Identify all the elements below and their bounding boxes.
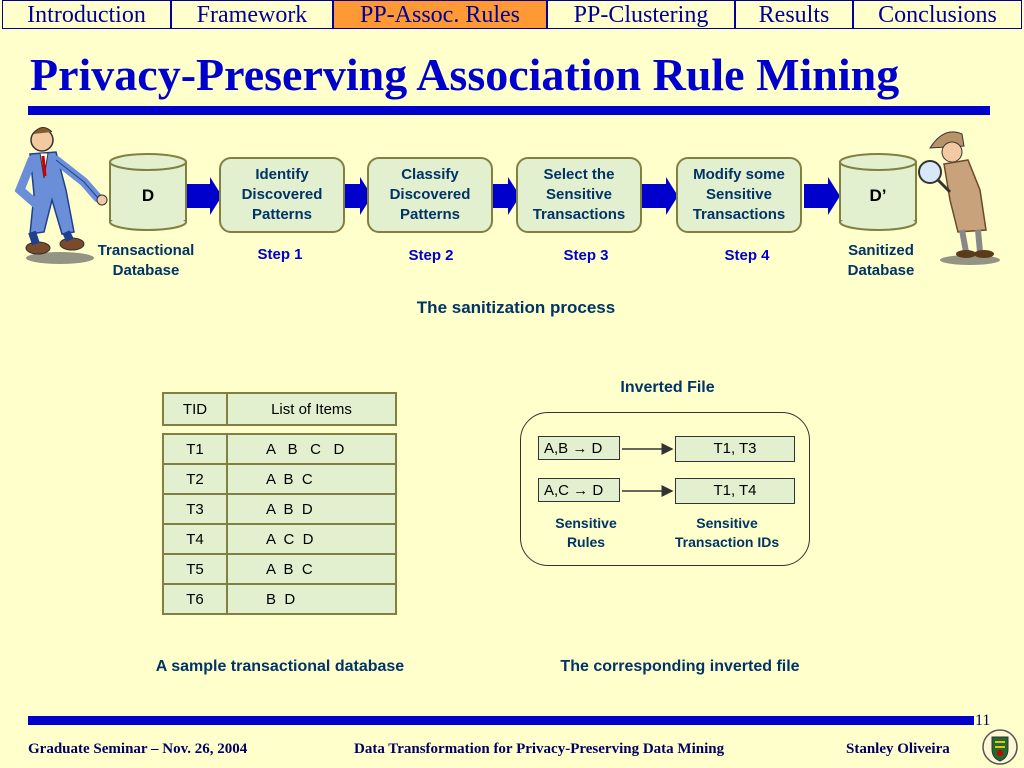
table-row: T6 B D xyxy=(162,583,397,615)
table-row: T5 A B C xyxy=(162,553,397,585)
step2-label: Step 2 xyxy=(408,247,454,264)
inverted-file-title: Inverted File xyxy=(620,379,715,396)
flow-arrows xyxy=(186,177,840,215)
items-cell: A B C D xyxy=(226,433,397,465)
nav-bar: Introduction Framework PP-Assoc. Rules P… xyxy=(0,0,1024,31)
title-underline xyxy=(28,106,990,115)
tid-cell: T1 xyxy=(162,433,228,465)
sensitive-rule-1: A,B → D xyxy=(538,436,620,460)
items-cell: A B C xyxy=(226,463,397,495)
footer-center: Data Transformation for Privacy-Preservi… xyxy=(354,741,725,757)
sanitization-caption: The sanitization process xyxy=(416,298,616,317)
page-title: Privacy-Preserving Association Rule Mini… xyxy=(30,49,900,100)
tab-introduction[interactable]: Introduction xyxy=(2,0,171,29)
tab-results[interactable]: Results xyxy=(735,0,853,29)
businessman-illustration xyxy=(14,127,108,264)
tid-cell: T6 xyxy=(162,583,228,615)
target-db-symbol: D’ xyxy=(869,186,887,205)
step1-label: Step 1 xyxy=(257,246,303,263)
items-cell: B D xyxy=(226,583,397,615)
tab-pp-assoc-rules[interactable]: PP-Assoc. Rules xyxy=(333,0,547,29)
tid-cell: T4 xyxy=(162,523,228,555)
transactions-table: T1 A B C D T2 A B C T3 A B D T4 A C D T5… xyxy=(162,433,397,615)
sensitive-rule-2: A,C → D xyxy=(538,478,620,502)
step4-label: Step 4 xyxy=(724,247,770,264)
university-crest-icon xyxy=(982,729,1018,765)
tid-cell: T5 xyxy=(162,553,228,585)
source-db-symbol: D xyxy=(141,186,155,205)
table-row: T3 A B D xyxy=(162,493,397,525)
database-cylinder-d xyxy=(109,153,187,231)
sanitization-diagram xyxy=(14,127,1000,265)
footer-left: Graduate Seminar – Nov. 26, 2004 xyxy=(28,741,248,757)
tab-pp-clustering[interactable]: PP-Clustering xyxy=(547,0,735,29)
tid-cell: T3 xyxy=(162,493,228,525)
table-row: T1 A B C D xyxy=(162,433,397,465)
tid-header: TID xyxy=(162,392,228,426)
inverted-file-panel xyxy=(520,412,810,566)
items-header: List of Items xyxy=(226,392,397,426)
tab-framework[interactable]: Framework xyxy=(171,0,333,29)
table-row: T2 A B C xyxy=(162,463,397,495)
inverted-file-caption: The corresponding inverted file xyxy=(560,658,800,675)
sensitive-tids-1: T1, T3 xyxy=(675,436,795,462)
page-number: 11 xyxy=(975,712,991,729)
step3-label: Step 3 xyxy=(563,247,609,264)
tab-conclusions[interactable]: Conclusions xyxy=(853,0,1022,29)
transactions-caption: A sample transactional database xyxy=(155,658,405,675)
footer-rule xyxy=(28,716,974,725)
inverted-file-arrows xyxy=(622,443,674,497)
items-cell: A C D xyxy=(226,523,397,555)
table-row: T4 A C D xyxy=(162,523,397,555)
items-cell: A B C xyxy=(226,553,397,585)
database-cylinder-d-prime xyxy=(839,153,917,231)
items-cell: A B D xyxy=(226,493,397,525)
sensitive-tids-2: T1, T4 xyxy=(675,478,795,504)
detective-illustration xyxy=(918,131,1000,265)
tid-cell: T2 xyxy=(162,463,228,495)
transactions-header-table: TID List of Items xyxy=(162,392,397,426)
footer-right: Stanley Oliveira xyxy=(846,741,950,757)
